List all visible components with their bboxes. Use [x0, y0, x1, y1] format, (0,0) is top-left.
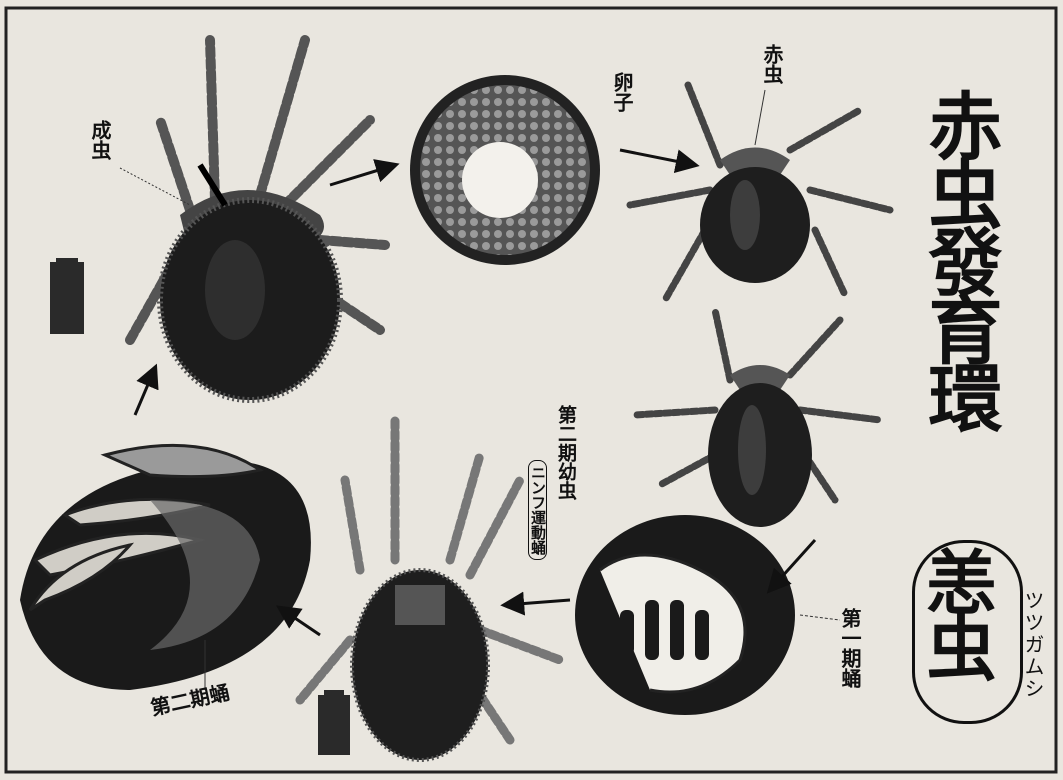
- first-pupa: [575, 515, 795, 715]
- scale-bar-nymph: [318, 695, 350, 755]
- second-pupa: [20, 445, 311, 690]
- label-first-pupa: 第一期蛹: [840, 608, 860, 688]
- label-nymph-note: ニンフ運動蛹: [528, 460, 547, 560]
- subtitle: 恙虫: [921, 546, 991, 678]
- label-egg: 卵子: [612, 72, 632, 112]
- subtitle-reading: ツツガムシ: [1023, 590, 1043, 700]
- page-title: 赤虫發育環: [922, 88, 996, 428]
- scale-bar-adult: [50, 262, 84, 334]
- adult-mite: [130, 40, 385, 400]
- label-nymph: 第二期幼虫: [556, 405, 575, 500]
- larva-mite-2: [635, 310, 880, 527]
- label-larva: 赤虫: [762, 44, 782, 84]
- egg: [410, 75, 600, 265]
- label-adult: 成虫: [90, 120, 110, 160]
